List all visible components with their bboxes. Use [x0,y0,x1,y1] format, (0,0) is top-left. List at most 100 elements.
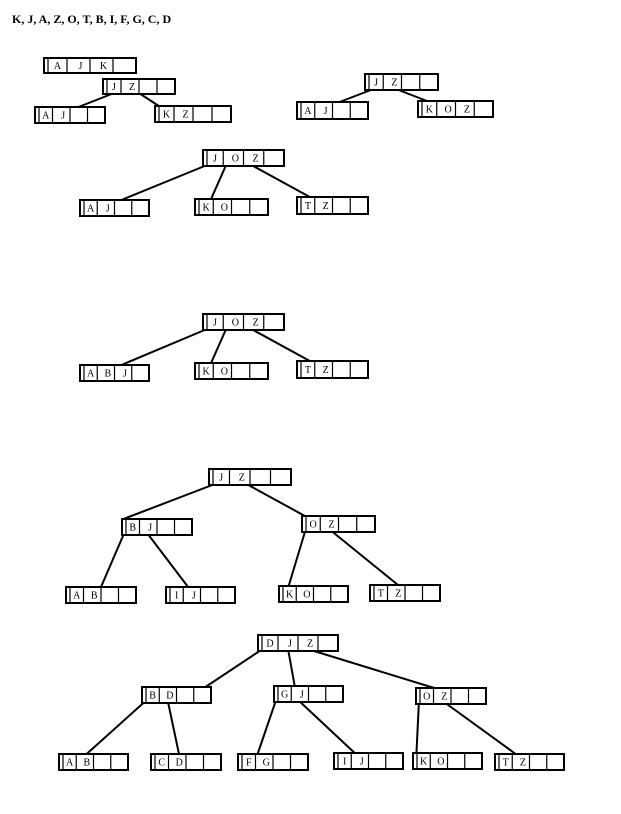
tree-edge-s7-a-to-s7-a1 [85,702,145,755]
node-key: J [300,690,304,701]
node-key: Z [239,473,245,484]
node-key: O [232,318,239,329]
node-key: J [61,111,65,122]
tree-edge-s7-root-to-s7-b [287,650,296,687]
node-key: B [149,691,156,702]
tree-edge-s6-root-to-s6-l [123,484,213,520]
node-key: Z [520,758,526,769]
node-key: Z [395,589,401,600]
node-key: K [100,61,108,72]
tree-edge-s6-r-to-s6-rr [332,531,399,586]
node-key: J [79,61,83,72]
node-key: J [324,106,328,117]
node-key: J [148,523,152,534]
tree-edge-s7-a-to-s7-a2 [167,702,180,755]
tree-edge-s5-root-to-s5-c1 [121,329,206,366]
tree-edge-s6-l-to-s6-ll [100,534,125,588]
node-key: O [423,692,430,703]
node-key: J [213,318,217,329]
node-key: A [304,106,312,117]
tree-edge-s7-b-to-s7-b2 [299,701,356,754]
node-key: J [219,473,223,484]
node-key: O [445,105,452,116]
node-key: I [175,591,178,602]
tree-edge-s2-root-to-s2-right [139,93,160,107]
node-key: J [192,591,196,602]
node-key: O [437,757,444,768]
node-key: K [203,367,211,378]
tree-edge-s7-c-to-s7-c2 [446,703,517,755]
node-key: T [378,589,384,600]
node-key: J [288,639,292,650]
node-key: B [105,369,112,380]
node-key: A [66,758,74,769]
node-key: K [420,757,428,768]
node-key: T [305,201,311,212]
node-key: Z [441,692,447,703]
node-key: D [266,639,273,650]
node-key: O [303,590,310,601]
node-key: O [310,520,317,531]
node-key: Z [323,365,329,376]
node-key: Z [323,201,329,212]
tree-edge-s7-root-to-s7-c [313,650,435,689]
node-key: Z [253,154,259,165]
node-key: A [87,204,95,215]
node-key: K [203,203,211,214]
node-key: G [281,690,288,701]
node-key: J [374,78,378,89]
node-key: I [343,757,346,768]
node-key: B [129,523,136,534]
node-key: J [123,369,127,380]
node-key: J [360,757,364,768]
node-key: A [87,369,95,380]
node-key: J [106,204,110,215]
node-key: K [426,105,434,116]
node-key: F [246,758,252,769]
node-key: Z [307,639,313,650]
tree-edge-s4-root-to-s4-c2 [210,165,227,200]
sequence-heading: K, J, A, Z, O, T, B, I, F, G, C, D [12,12,172,26]
node-key: K [163,110,171,121]
node-key: Z [328,520,334,531]
tree-edge-s2-root-to-s2-left [78,93,113,108]
tree-edge-s7-b-to-s7-b1 [256,701,277,755]
node-key: Z [253,318,259,329]
tree-edge-s4-root-to-s4-c3 [252,165,311,198]
tree-edge-s5-root-to-s5-c3 [252,329,311,362]
tree-edge-s6-l-to-s6-lr [147,534,189,588]
tree-edges [78,89,517,755]
tree-edge-s6-root-to-s6-r [247,484,306,517]
node-key: G [263,758,270,769]
node-key: B [91,591,98,602]
tree-edge-s4-root-to-s4-c1 [121,165,205,201]
node-key: D [166,691,173,702]
